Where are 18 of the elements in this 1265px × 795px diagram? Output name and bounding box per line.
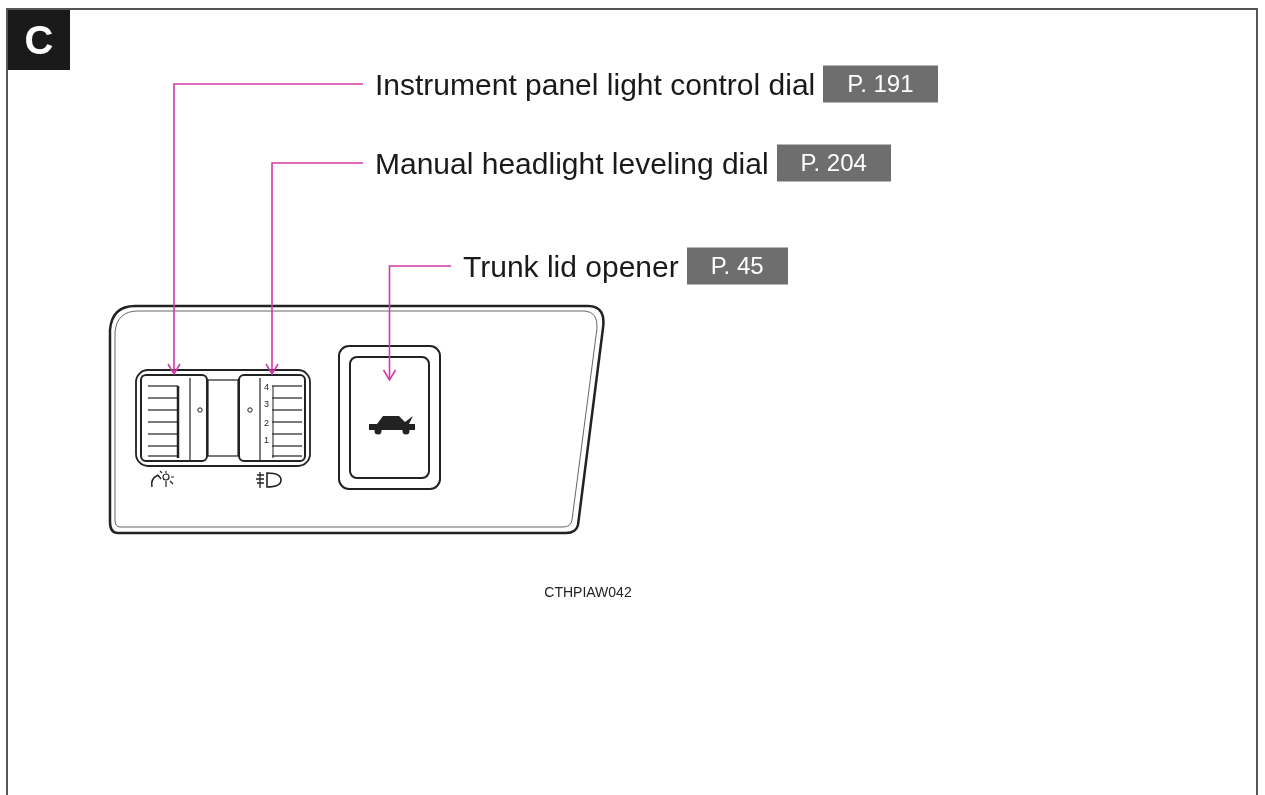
callout-label: Instrument panel light control dial xyxy=(375,67,816,101)
callout-label: Trunk lid opener xyxy=(463,249,679,283)
page-reference: P. 191 xyxy=(823,65,938,103)
figure-code: CTHPIAW042 xyxy=(544,584,632,600)
section-letter: C xyxy=(8,10,70,70)
scale-number: 1 xyxy=(264,436,269,445)
scale-number: 2 xyxy=(264,419,269,428)
scale-number: 4 xyxy=(264,383,269,392)
leader-line xyxy=(382,265,452,381)
callout-label: Manual headlight leveling dial xyxy=(375,146,769,180)
thumbwheel-dial xyxy=(140,374,208,462)
thumbwheel-dial xyxy=(238,374,306,462)
leader-line xyxy=(167,83,364,375)
page-reference: P. 45 xyxy=(686,247,788,285)
trunk-opener-button xyxy=(349,356,430,479)
leader-line xyxy=(265,162,364,375)
page-reference: P. 204 xyxy=(776,144,891,182)
scale-number: 3 xyxy=(264,400,269,409)
